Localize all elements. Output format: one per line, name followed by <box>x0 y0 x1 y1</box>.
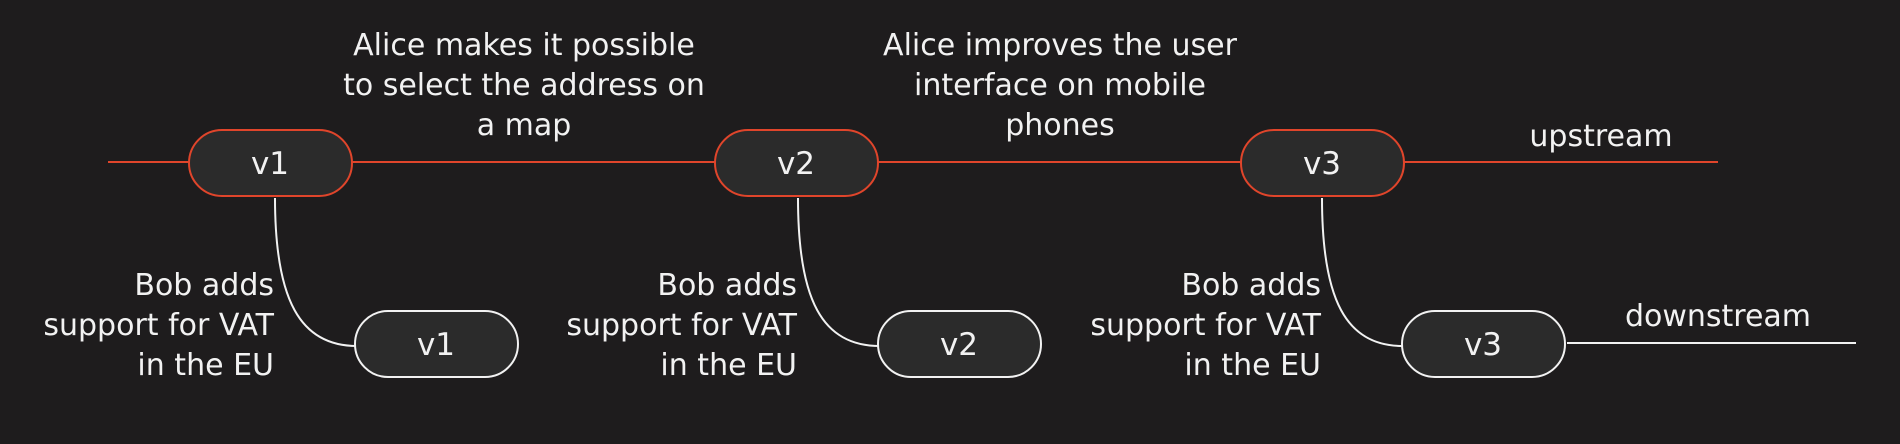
change-note-line: in the EU <box>660 348 797 383</box>
downstream-version-label: v2 <box>940 327 978 363</box>
change-note-line: support for VAT <box>43 308 274 343</box>
change-note-line: Bob adds <box>134 268 274 303</box>
downstream-change-note: Bob adds support for VAT in the EU <box>1090 268 1321 383</box>
change-note-line: interface on mobile <box>914 68 1206 103</box>
change-note-line: Alice makes it possible <box>353 28 695 63</box>
upstream-branch-label: upstream <box>1529 119 1672 154</box>
upstream-version-label: v3 <box>1303 146 1341 182</box>
downstream-change-note: Bob adds support for VAT in the EU <box>566 268 797 383</box>
upstream-change-note: Alice improves the user interface on mob… <box>883 28 1238 143</box>
change-note-line: Bob adds <box>657 268 797 303</box>
downstream-version-node: v1 <box>354 310 519 378</box>
downstream-version-label: v1 <box>417 327 455 363</box>
change-note-line: support for VAT <box>566 308 797 343</box>
downstream-version-label: v3 <box>1464 327 1502 363</box>
downstream-version-node: v3 <box>1401 310 1566 378</box>
change-note-line: a map <box>477 108 572 143</box>
change-note-line: in the EU <box>137 348 274 383</box>
upstream-version-label: v2 <box>777 146 815 182</box>
branch-connector-1 <box>274 197 358 347</box>
downstream-version-node: v2 <box>877 310 1042 378</box>
downstream-branch-label: downstream <box>1625 299 1811 334</box>
change-note-line: phones <box>1005 108 1115 143</box>
branch-connector-3 <box>1321 197 1404 347</box>
change-note-line: in the EU <box>1184 348 1321 383</box>
upstream-change-note: Alice makes it possible to select the ad… <box>343 28 705 143</box>
downstream-change-note: Bob adds support for VAT in the EU <box>43 268 274 383</box>
upstream-version-node: v3 <box>1240 129 1405 197</box>
upstream-version-node: v2 <box>714 129 879 197</box>
change-note-line: Alice improves the user <box>883 28 1238 63</box>
upstream-version-node: v1 <box>188 129 353 197</box>
branch-connector-2 <box>797 197 881 347</box>
upstream-version-label: v1 <box>251 146 289 182</box>
change-note-line: to select the address on <box>343 68 705 103</box>
change-note-line: Bob adds <box>1181 268 1321 303</box>
change-note-line: support for VAT <box>1090 308 1321 343</box>
